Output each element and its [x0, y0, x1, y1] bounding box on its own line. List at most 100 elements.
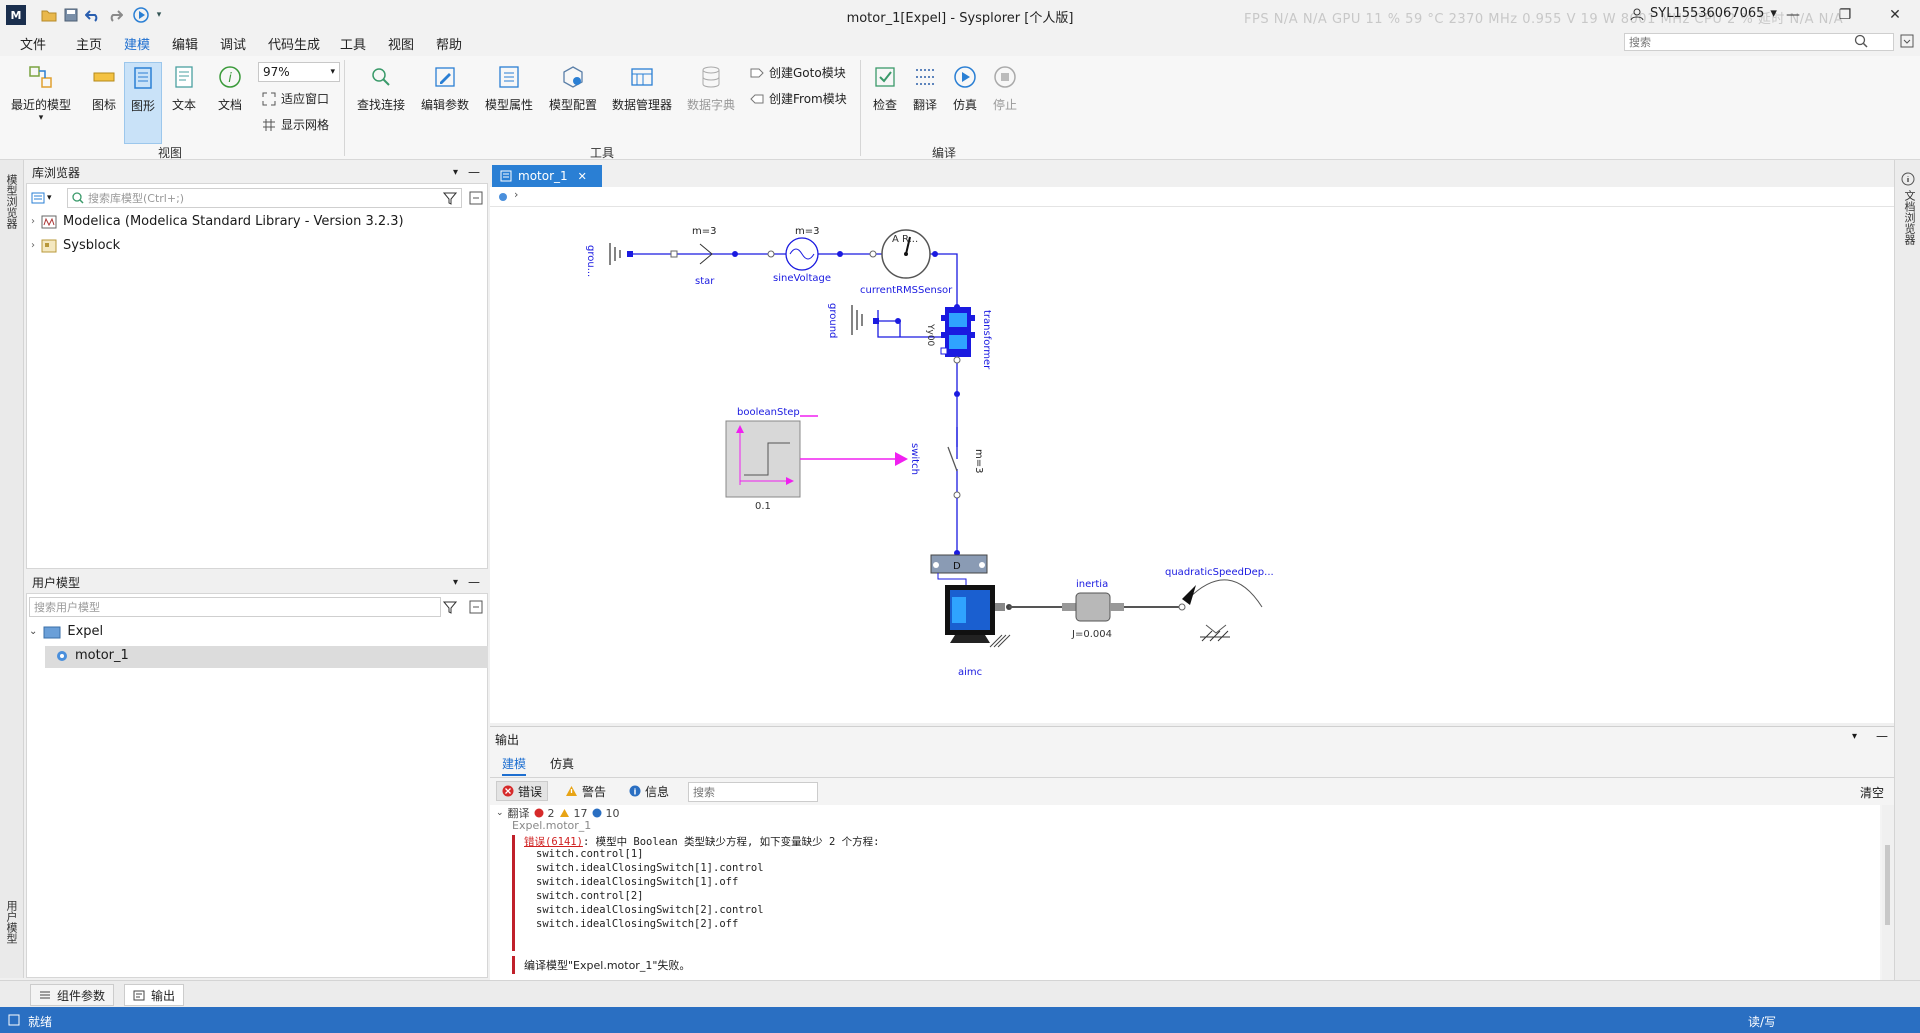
menu-view[interactable]: 视图	[388, 38, 415, 53]
info-icon[interactable]	[1901, 172, 1915, 186]
menu-edit[interactable]: 编辑	[172, 38, 199, 53]
run-icon[interactable]	[132, 6, 150, 24]
filter-icon[interactable]	[442, 600, 458, 617]
output-search-input[interactable]	[688, 782, 818, 802]
zoom-select[interactable]: 97% ▾	[258, 62, 340, 82]
maximize-button[interactable]: ❐	[1838, 7, 1852, 23]
global-search-input[interactable]	[1624, 33, 1894, 51]
chevron-down-icon[interactable]: ▾	[1852, 731, 1858, 742]
filter-errors-button[interactable]: 错误	[496, 781, 549, 801]
connector-star-n[interactable]	[670, 250, 678, 258]
aimc-motor-component[interactable]: aimc	[945, 585, 1011, 678]
user-account[interactable]: SYL15536067065 ▾	[1630, 6, 1777, 21]
edit-params-button[interactable]: 编辑参数	[418, 62, 472, 113]
recent-models-button[interactable]: 最近的模型 ▾	[8, 62, 74, 123]
create-from-button[interactable]: 创建From模块	[750, 90, 847, 107]
create-goto-button[interactable]: 创建Goto模块	[750, 64, 846, 81]
menu-modeling[interactable]: 建模	[122, 34, 153, 58]
chevron-down-icon[interactable]: ▾	[452, 576, 458, 588]
user-model-vtab[interactable]: 用户模型	[5, 900, 18, 944]
quadratic-torque-component[interactable]: quadraticSpeedDep...	[1165, 567, 1274, 642]
minimize-panel-icon[interactable]: —	[468, 575, 480, 589]
text-view-button[interactable]: 文本	[166, 62, 202, 113]
stop-button[interactable]: 停止	[988, 62, 1022, 113]
diagram-canvas[interactable]: grou... m=3 star m=3 sineVoltage A R... …	[490, 207, 1894, 723]
connector-rms-p[interactable]	[869, 250, 877, 258]
chevron-down-icon[interactable]: ⌄	[496, 808, 504, 818]
chevron-right-icon[interactable]: ›	[514, 188, 519, 201]
model-browser-vtab[interactable]: 模型浏览器	[5, 174, 18, 229]
connector-load[interactable]	[1178, 603, 1186, 611]
library-search-input[interactable]: 搜索库模型(Ctrl+;)	[67, 188, 462, 208]
check-button[interactable]: 检查	[868, 62, 902, 113]
output-dock-tab[interactable]: 输出	[124, 984, 185, 1006]
show-grid-button[interactable]: 显示网格	[262, 116, 329, 133]
component-params-tab[interactable]: 组件参数	[30, 984, 115, 1006]
terminal-box-component[interactable]: D	[930, 554, 988, 585]
ground-component[interactable]: ground	[827, 303, 863, 338]
model-props-button[interactable]: 模型属性	[482, 62, 536, 113]
output-tab-simulation[interactable]: 仿真	[550, 757, 575, 771]
user-model-motor-1[interactable]: motor_1	[55, 648, 129, 663]
library-view-mode-button[interactable]: ▾	[31, 188, 59, 208]
menu-home[interactable]: 主页	[76, 38, 103, 53]
transformer-component[interactable]: transformer Yy00	[925, 307, 992, 370]
minimize-panel-icon[interactable]: —	[1876, 729, 1888, 743]
menu-codegen[interactable]: 代码生成	[268, 38, 321, 53]
ground-top[interactable]: grou...	[585, 243, 621, 277]
menu-help[interactable]: 帮助	[436, 38, 463, 53]
open-folder-icon[interactable]	[40, 6, 58, 24]
connector-switch-n[interactable]	[953, 491, 961, 499]
chevron-down-icon[interactable]: ⌄	[29, 626, 38, 637]
boolean-step-component[interactable]: booleanStep 0.1	[725, 407, 801, 512]
close-tab-icon[interactable]: ✕	[577, 169, 587, 183]
undo-icon[interactable]	[84, 6, 102, 24]
user-model-expel[interactable]: ⌄ Expel	[29, 624, 104, 639]
switch-component[interactable]: switch m=3	[909, 397, 984, 495]
filter-icon[interactable]	[442, 191, 458, 208]
sine-voltage-component[interactable]: m=3 sineVoltage	[773, 226, 831, 284]
menu-file[interactable]: 文件	[20, 38, 47, 53]
library-item-modelica[interactable]: › Modelica (Modelica Standard Library - …	[31, 214, 404, 229]
model-config-button[interactable]: 模型配置	[546, 62, 600, 113]
output-scrollbar[interactable]	[1882, 805, 1894, 981]
chevron-right-icon[interactable]: ›	[31, 240, 35, 251]
scrollbar-thumb[interactable]	[1885, 845, 1890, 925]
minimize-button[interactable]: —	[1786, 7, 1800, 23]
connector-ground[interactable]	[627, 251, 633, 257]
connector-rms-n[interactable]	[932, 251, 938, 257]
current-rms-sensor-component[interactable]: A R... currentRMSSensor	[860, 229, 953, 296]
collapse-all-icon[interactable]	[469, 600, 483, 617]
connector-ground2[interactable]	[873, 318, 879, 324]
error-code-link[interactable]: 错误(6141)	[524, 836, 583, 848]
collapse-all-icon[interactable]	[469, 191, 483, 208]
star-component[interactable]: m=3 star	[692, 226, 716, 287]
summary-row[interactable]: ⌄ 翻译 2 17 10	[496, 806, 620, 821]
output-tab-modeling[interactable]: 建模	[502, 755, 527, 776]
chevron-right-icon[interactable]: ›	[31, 216, 35, 227]
clear-button[interactable]: 清空	[1860, 786, 1885, 800]
data-manager-button[interactable]: 数据管理器	[610, 62, 674, 113]
translate-button[interactable]: 翻译	[908, 62, 942, 113]
diagram-svg[interactable]: grou... m=3 star m=3 sineVoltage A R... …	[490, 207, 1894, 723]
filter-info-button[interactable]: i 信息	[624, 781, 674, 801]
icon-view-button[interactable]: 图标	[86, 62, 122, 113]
search-icon[interactable]	[1854, 34, 1868, 51]
model-breadcrumb-icon[interactable]	[498, 192, 508, 202]
redo-icon[interactable]	[106, 6, 124, 24]
close-button[interactable]: ✕	[1889, 7, 1901, 23]
doc-view-button[interactable]: i 文档	[212, 62, 248, 113]
quick-access-dropdown-icon[interactable]: ▾	[156, 10, 162, 20]
data-dict-button[interactable]: 数据字典	[684, 62, 738, 113]
tab-motor-1[interactable]: motor_1 ✕	[492, 165, 602, 187]
menu-tools[interactable]: 工具	[340, 38, 367, 53]
simulate-button[interactable]: 仿真	[948, 62, 982, 113]
find-connection-button[interactable]: 查找连接	[354, 62, 408, 113]
connector-transformer-n[interactable]	[953, 356, 961, 364]
fit-window-button[interactable]: 适应窗口	[262, 90, 329, 107]
filter-warnings-button[interactable]: 警告	[560, 781, 611, 801]
library-item-sysblock[interactable]: › Sysblock	[31, 238, 121, 253]
menu-debug[interactable]: 调试	[220, 38, 247, 53]
minimize-panel-icon[interactable]: —	[468, 165, 480, 179]
ribbon-options-icon[interactable]	[1900, 34, 1914, 51]
